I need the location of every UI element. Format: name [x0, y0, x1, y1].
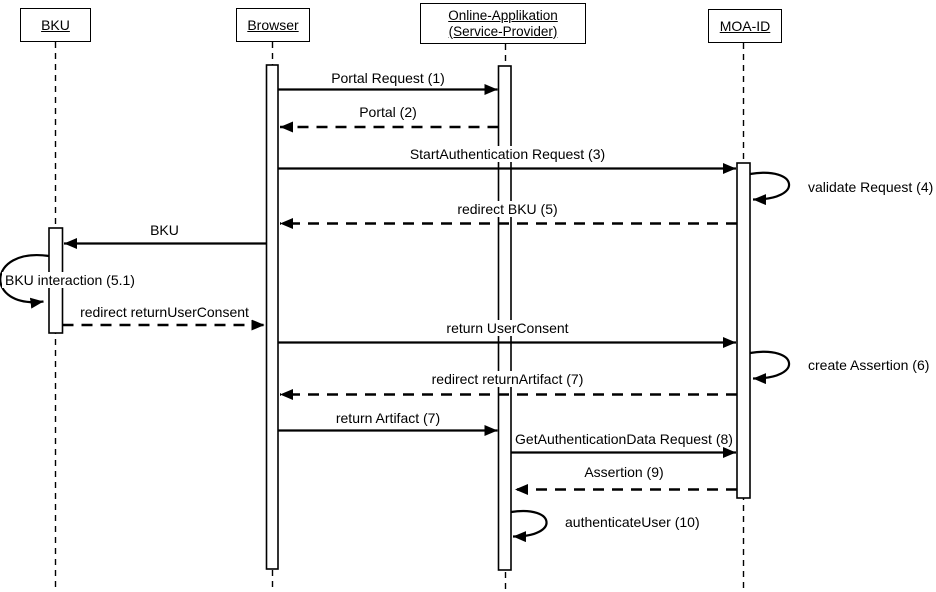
actor-box-bku: BKU	[20, 8, 91, 42]
actor-box-online-applikation: Online-Applikation (Service-Provider)	[420, 3, 586, 44]
actor-box-browser: Browser	[236, 8, 310, 42]
arrow-authenticateuser-10-self	[510, 509, 548, 543]
message-label-portal-2: Portal (2)	[278, 104, 498, 120]
arrow-validate-request-4-self	[749, 171, 791, 206]
message-label-redirect-bku-5: redirect BKU (5)	[278, 201, 737, 217]
activation-bar-moa-id	[736, 162, 751, 499]
actor-label-online-applikation: Online-Applikation (Service-Provider)	[448, 7, 558, 39]
message-label-redirect-returnartifact-7: redirect returnArtifact (7)	[278, 371, 737, 387]
arrow-create-assertion-6-self	[749, 350, 791, 385]
arrow-bku-interaction-5-1-self	[0, 254, 50, 309]
activation-bar-online-applikation	[497, 65, 512, 571]
message-label-assertion-9: Assertion (9)	[511, 464, 737, 480]
message-label-getauthenticationdata-request-8: GetAuthenticationData Request (8)	[511, 431, 737, 447]
message-label-portal-request-1: Portal Request (1)	[278, 70, 498, 86]
message-label-authenticateuser-10: authenticateUser (10)	[562, 514, 703, 530]
message-label-return-userconsent: return UserConsent	[278, 320, 737, 336]
message-label-bku: BKU	[62, 222, 267, 238]
message-label-bku-interaction-5-1: BKU interaction (5.1)	[2, 272, 138, 288]
message-label-startauthentication-request-3: StartAuthentication Request (3)	[278, 146, 737, 162]
actor-label-bku: BKU	[41, 16, 70, 33]
activation-bar-browser	[265, 64, 279, 570]
message-label-validate-request-4: validate Request (4)	[805, 179, 936, 195]
actor-label-moa-id: MOA-ID	[719, 17, 771, 34]
message-label-return-artifact-7: return Artifact (7)	[278, 410, 498, 426]
actor-label-browser: Browser	[247, 16, 299, 33]
actor-box-moa-id: MOA-ID	[708, 9, 782, 43]
message-label-create-assertion-6: create Assertion (6)	[805, 357, 933, 373]
message-label-redirect-returnuserconsent: redirect returnUserConsent	[62, 304, 267, 320]
